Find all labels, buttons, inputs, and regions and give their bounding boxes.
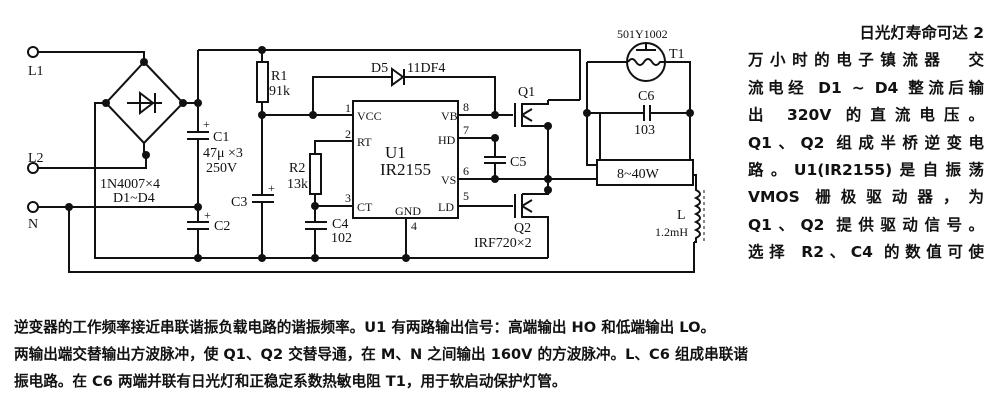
description-line: 出 320V 的直流电压。	[748, 106, 984, 125]
description-line: 选择 R2、C4 的数值可使	[748, 243, 984, 262]
pin-1-name: VCC	[357, 109, 382, 123]
description-line: 流电经 D1 ~ D4 整流后输	[748, 78, 984, 97]
pin-5-number: 5	[463, 189, 469, 203]
diode-d5: D5 11DF4	[312, 61, 496, 115]
description-line: Q1、Q2 组成半桥逆变电	[748, 133, 984, 152]
ic-u1: U1 IR2155 1 VCC 2 RT 3 CT GND 4 5 LD 6 V…	[345, 100, 469, 262]
pin-1-number: 1	[345, 101, 351, 115]
bottom-description: 逆变器的工作频率接近串联谐振负载电路的谐振频率。U1 有两路输出信号：高端输出 …	[14, 314, 986, 395]
description-title: 日光灯寿命可达 2	[859, 24, 984, 42]
q2-ref-label: Q2	[514, 221, 531, 236]
r2-ref-label: R2	[289, 161, 305, 176]
svg-text:+: +	[204, 208, 211, 222]
capacitor-c3: + C3	[231, 115, 275, 262]
pin-8-number: 8	[463, 100, 469, 114]
capacitor-c2: + C2	[38, 203, 230, 262]
r2-value-label: 13k	[287, 177, 308, 192]
mosfet-q1: Q1	[514, 85, 552, 179]
top-rail	[198, 49, 581, 100]
pin-3-name: CT	[357, 200, 373, 214]
svg-text:+: +	[268, 181, 275, 195]
thermistor-t1: 501Y1002 T1	[617, 27, 685, 82]
lamp-network: C6 103	[583, 61, 694, 179]
d5-part-label: 11DF4	[407, 61, 445, 76]
pin-7-name: HD	[438, 133, 456, 147]
d5-ref-label: D5	[371, 61, 388, 76]
terminal-n-label: N	[28, 217, 38, 232]
svg-text:+: +	[203, 117, 210, 131]
t1-part-label: 501Y1002	[617, 27, 668, 41]
u1-ref-label: U1	[385, 143, 406, 162]
u1-part-label: IR2155	[380, 160, 431, 179]
terminal-l2: L2	[27, 151, 44, 174]
pin-6-name: VS	[441, 173, 456, 187]
pin-7-number: 7	[463, 123, 469, 137]
description-line: 振电路。在 C6 两端并联有日光灯和正稳定系数热敏电阻 T1，用于软启动保护灯管…	[14, 373, 567, 390]
inductor-ref-label: L	[677, 208, 686, 223]
c1-value-label: 47μ ×3	[203, 146, 243, 161]
bridge-part-label: 1N4007×4	[100, 177, 160, 192]
bridge-ref-label: D1~D4	[113, 191, 155, 206]
ballast-schematic: L1 L2 N 1N4007×4 D1~D4 + C1 47μ ×3 250V	[27, 27, 705, 273]
description-line: VMOS 栅极驱动器，为	[748, 188, 984, 207]
pin-3-number: 3	[345, 191, 351, 205]
c4-ref-label: C4	[332, 217, 348, 232]
q2-part-label: IRF720×2	[474, 236, 532, 251]
c3-ref-label: C3	[231, 195, 247, 210]
r1-value-label: 91k	[269, 84, 290, 99]
pin-2-number: 2	[345, 127, 351, 141]
description-line: 两输出端交替输出方波脉冲，使 Q1、Q2 交替导通，在 M、N 之间输出 160…	[14, 346, 748, 363]
c5-ref-label: C5	[510, 155, 526, 170]
description-line: 逆变器的工作频率接近串联谐振负载电路的谐振频率。U1 有两路输出信号：高端输出 …	[14, 319, 716, 336]
terminal-l2-label: L2	[28, 151, 44, 166]
inductor-l: L 1.2mH	[655, 174, 705, 244]
lamp-rating-label: 8~40W	[617, 167, 660, 182]
side-description: 日光灯寿命可达 2 万小时的电子镇流器 交 流电经 D1 ~ D4 整流后输 出…	[748, 20, 984, 267]
fluorescent-lamp: 8~40W	[596, 159, 694, 186]
pin-4-number: 4	[411, 219, 417, 233]
pin-6-number: 6	[463, 164, 469, 178]
pin-2-name: RT	[357, 135, 372, 149]
capacitor-c4: C4 102	[305, 206, 352, 262]
pin-5-name: LD	[438, 200, 454, 214]
inductor-value-label: 1.2mH	[655, 225, 688, 239]
c1-ref-label: C1	[213, 130, 229, 145]
description-line: Q1、Q2 提供驱动信号。	[748, 215, 984, 234]
bridge-rectifier: 1N4007×4 D1~D4	[38, 51, 198, 259]
pin-4-name: GND	[395, 204, 421, 218]
c6-ref-label: C6	[638, 89, 654, 104]
c4-value-label: 102	[331, 231, 352, 246]
c1-voltage-label: 250V	[206, 161, 237, 176]
c6-value-label: 103	[634, 123, 655, 138]
c2-ref-label: C2	[214, 219, 230, 234]
r1-ref-label: R1	[271, 69, 287, 84]
resistor-r2: R2 13k	[287, 140, 353, 210]
t1-ref-label: T1	[669, 47, 685, 62]
terminal-l1-label: L1	[28, 64, 44, 79]
resistor-r1: R1 91k	[256, 50, 290, 119]
description-line: 路。U1(IR2155)是自振荡	[748, 161, 984, 180]
capacitor-c1: + C1 47μ ×3 250V	[187, 50, 243, 207]
q1-ref-label: Q1	[518, 85, 535, 100]
terminal-n: N	[27, 201, 39, 232]
mosfet-q2: Q2 IRF720×2	[474, 179, 552, 258]
description-line: 万小时的电子镇流器 交	[748, 51, 984, 70]
diode-icon	[127, 90, 162, 116]
pin-8-name: VB	[441, 109, 458, 123]
